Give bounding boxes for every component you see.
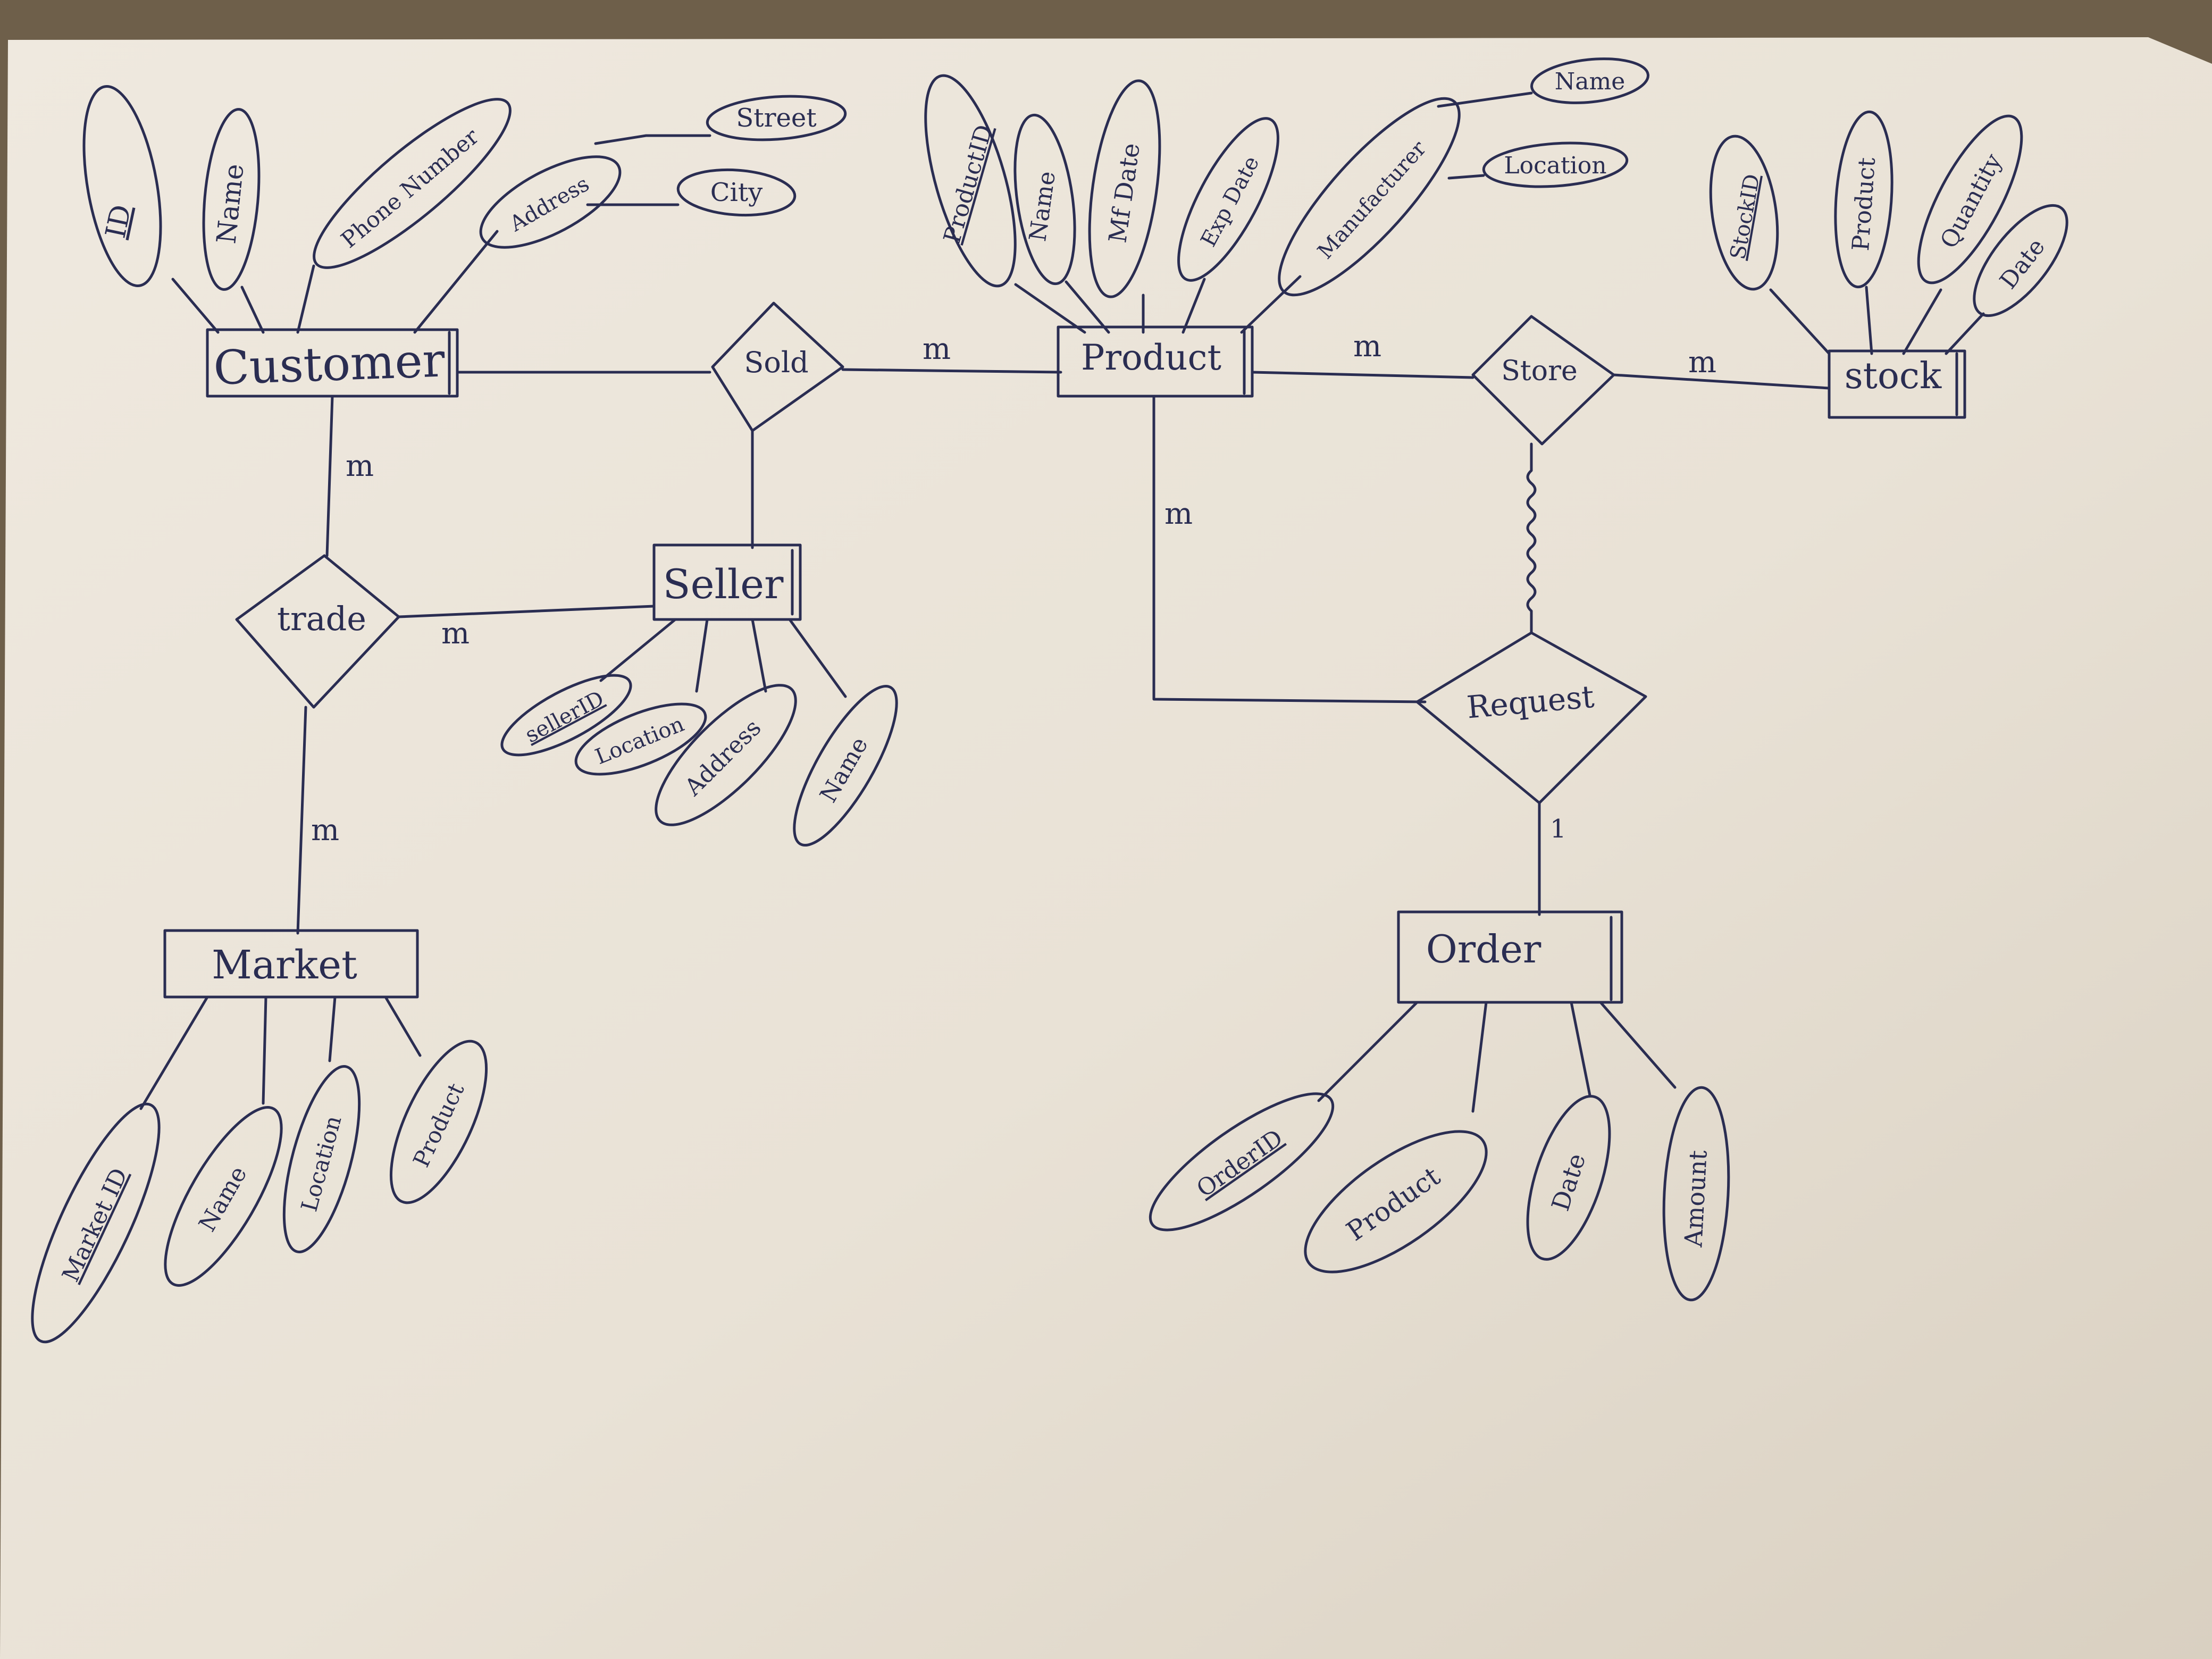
attr-order-product-ellipse (1304, 1130, 1488, 1273)
line-trade-market (296, 706, 307, 935)
attr-mfr-name-label: Name (1555, 68, 1626, 95)
attr-customer-address-ellipse (479, 155, 622, 249)
attr-stock-date-ellipse (1973, 204, 2068, 317)
line-product-request (1152, 395, 1427, 703)
attr-orderid-ellipse (1149, 1092, 1335, 1231)
line-stock-date (1945, 312, 1985, 355)
attr-seller-location-ellipse (574, 702, 707, 776)
entity-market-box (163, 929, 419, 999)
cardinality-store-stock: m (1688, 345, 1716, 380)
attr-sellerid-ellipse (500, 674, 632, 757)
line-seller-address (751, 618, 767, 693)
attr-marketid-ellipse (31, 1102, 161, 1344)
relationship-sold-label: Sold (744, 346, 808, 379)
line-market-product (384, 995, 422, 1057)
line-market-name (262, 995, 267, 1105)
line-market-location (328, 995, 337, 1062)
cardinality-customer-trade: m (346, 449, 374, 483)
attr-customer-id-ellipse (82, 85, 162, 287)
entity-seller-label: Seller (663, 560, 784, 608)
line-stock-product (1865, 286, 1873, 355)
cardinality-request-order: 1 (1550, 814, 1566, 844)
entity-order-label: Order (1426, 927, 1541, 971)
attr-city-ellipse (676, 168, 797, 217)
line-mfr-name (1437, 91, 1533, 108)
attr-market-location-ellipse (282, 1065, 361, 1253)
line-seller-sellerid (599, 618, 677, 682)
line-seller-location (695, 618, 709, 693)
attr-mfr-location-ellipse (1482, 141, 1629, 188)
line-customer-name (240, 286, 265, 334)
line-stock-stockid (1769, 288, 1831, 355)
attr-mfdate-ellipse (1088, 79, 1161, 298)
line-sold-product (841, 368, 1062, 374)
entity-product-label: Product (1081, 337, 1221, 378)
line-order-orderid (1317, 1001, 1419, 1102)
relationship-store-diamond (1471, 315, 1615, 446)
attr-customer-name-ellipse (202, 108, 261, 291)
paper-sheet (0, 37, 2212, 1659)
line-store-stock (1612, 373, 1831, 390)
attr-stock-product-label: Product (1847, 156, 1881, 252)
entity-seller-box (652, 543, 802, 621)
line-mfr-location (1447, 174, 1485, 180)
attr-market-product-ellipse (389, 1040, 488, 1204)
attr-mfr-location-label: Location (1504, 152, 1606, 179)
relationship-store-label: Store (1501, 355, 1577, 387)
cardinality-sold-product: m (923, 332, 951, 366)
line-customer-address (413, 230, 499, 334)
attr-customer-id-label: ID (100, 202, 138, 241)
entity-market-label: Market (212, 942, 357, 988)
line-product-expdate (1182, 278, 1206, 334)
attr-street-ellipse (706, 95, 847, 141)
cardinality-product-request: m (1164, 497, 1193, 531)
entity-stock-box (1828, 349, 1966, 419)
line-address-street (594, 134, 711, 145)
attr-order-date-ellipse (1526, 1095, 1611, 1261)
attr-productid-ellipse (924, 74, 1017, 288)
attr-stockid-ellipse (1709, 135, 1779, 291)
cardinality-trade-seller: m (441, 616, 470, 651)
entity-stock-label: stock (1845, 355, 1942, 397)
attr-product-name-ellipse (1013, 113, 1076, 286)
line-product-manufacturer (1240, 275, 1302, 334)
line-store-request-wavy (1526, 442, 1537, 634)
entity-order-box (1397, 910, 1623, 1004)
line-order-date (1570, 1001, 1591, 1097)
attr-amount-ellipse (1662, 1086, 1730, 1302)
attr-amount-label: Amount (1679, 1149, 1713, 1248)
attr-quantity-ellipse (1917, 114, 2023, 284)
attr-mfr-name-ellipse (1530, 57, 1649, 104)
cardinality-trade-market: m (311, 813, 339, 848)
attr-city-label: City (710, 178, 763, 207)
line-order-amount (1599, 1001, 1677, 1089)
line-customer-id (171, 278, 220, 334)
entity-customer-label: Customer (213, 332, 446, 395)
relationship-trade-label: trade (277, 599, 366, 638)
attr-stock-product-ellipse (1834, 110, 1893, 289)
relationship-trade-diamond (235, 554, 400, 709)
line-customer-trade (325, 395, 334, 557)
line-trade-seller (397, 605, 656, 618)
line-product-productid (1014, 283, 1086, 334)
cardinality-product-store: m (1353, 329, 1381, 364)
attr-market-name-ellipse (164, 1106, 283, 1287)
line-order-product (1471, 1001, 1488, 1113)
line-market-marketid (139, 995, 209, 1110)
attr-seller-name-ellipse (793, 684, 898, 847)
line-customer-phone (296, 264, 315, 334)
attr-street-label: Street (736, 103, 816, 133)
attr-customer-phone-ellipse (313, 98, 512, 269)
line-seller-name (788, 618, 847, 698)
line-stock-quantity (1902, 288, 1942, 355)
attr-expdate-ellipse (1177, 117, 1279, 282)
line-product-store (1251, 371, 1474, 379)
attr-seller-address-ellipse (655, 684, 797, 826)
line-product-name (1065, 280, 1110, 334)
